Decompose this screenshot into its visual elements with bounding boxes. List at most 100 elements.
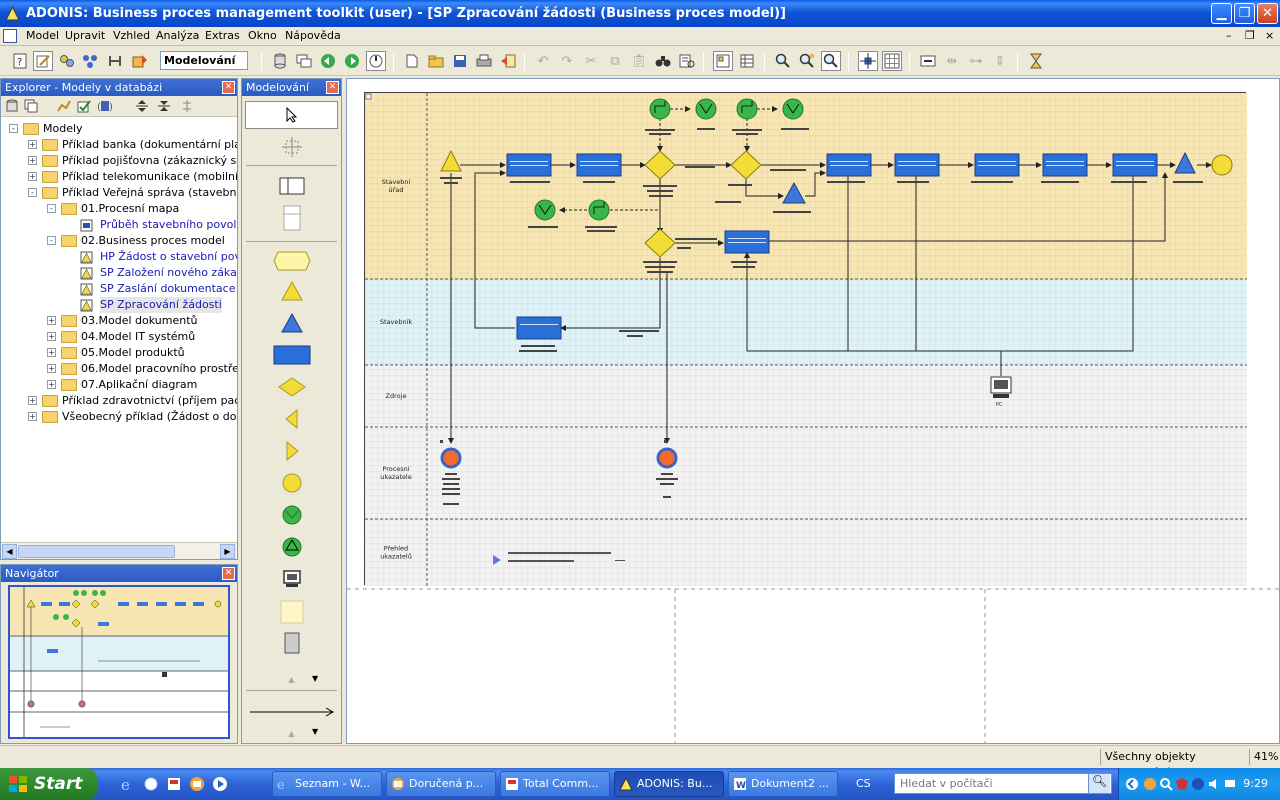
tree-item[interactable]: +06.Model pracovního prostředí <box>1 361 237 377</box>
redo-icon[interactable]: ↷ <box>561 53 573 69</box>
simulation-mode-icon[interactable] <box>80 51 100 71</box>
mdi-close-icon[interactable]: × <box>1265 29 1275 42</box>
close-button[interactable]: ✕ <box>1257 3 1278 24</box>
menu-model[interactable]: Model <box>26 29 60 42</box>
expand-icon[interactable]: + <box>47 364 56 373</box>
mdi-restore-icon[interactable]: ❐ <box>1245 29 1255 42</box>
sort-icon[interactable] <box>179 99 195 115</box>
task-adonis[interactable]: ADONIS: Bu... <box>614 771 724 797</box>
palette-scroll-down-icon[interactable]: ▼ <box>312 727 319 736</box>
tray-expand-icon[interactable] <box>1125 777 1139 791</box>
align-horizontal-icon[interactable] <box>918 51 938 71</box>
grid-icon[interactable] <box>882 51 902 71</box>
scrollbar-thumb[interactable] <box>18 545 175 558</box>
search-go-icon[interactable]: 🔍︎ <box>1088 774 1110 793</box>
decision-tool[interactable] <box>242 375 341 399</box>
export-icon[interactable] <box>498 51 518 71</box>
desktop-icon[interactable] <box>143 776 159 792</box>
tree-item[interactable]: +07.Aplikační diagram <box>1 377 237 393</box>
palette-scroll-down-2-icon[interactable]: ▼ <box>312 674 319 683</box>
collapse-icon[interactable]: - <box>47 204 56 213</box>
tree-item[interactable]: Průběh stavebního povolení <box>1 217 237 233</box>
cut-icon[interactable]: ✂ <box>585 53 597 69</box>
zoom-icon[interactable] <box>773 51 793 71</box>
zoom-fit-icon[interactable] <box>821 51 841 71</box>
explorer-close-icon[interactable]: ✕ <box>222 81 235 94</box>
import-export-icon[interactable] <box>130 51 150 71</box>
tree-item[interactable]: +Příklad telekomunikace (mobilní telef <box>1 169 237 185</box>
model-canvas[interactable]: StavebníúřadStavebníkZdrojeProcesníukaza… <box>346 78 1280 744</box>
tray-bluetooth-icon[interactable] <box>1191 777 1205 791</box>
forward-icon[interactable] <box>342 51 362 71</box>
tray-shield-icon[interactable] <box>1175 777 1189 791</box>
end-tool[interactable] <box>242 311 341 335</box>
tree-item[interactable]: +04.Model IT systémů <box>1 329 237 345</box>
scroll-right-icon[interactable]: ▶ <box>220 544 235 559</box>
document-icon[interactable] <box>3 29 17 43</box>
undo-icon[interactable]: ↶ <box>537 53 549 69</box>
tree-item[interactable]: +05.Model produktů <box>1 345 237 361</box>
menu-okno[interactable]: Okno <box>248 29 277 42</box>
zoom-in-icon[interactable] <box>797 51 817 71</box>
tree-item[interactable]: +Příklad pojišťovna (zákaznický servis <box>1 153 237 169</box>
tree-item[interactable]: SP Zpracování žádosti <box>1 297 237 313</box>
parallelity-tool[interactable] <box>242 439 341 463</box>
expand-icon[interactable]: + <box>47 380 56 389</box>
expand-icon[interactable]: + <box>47 316 56 325</box>
media-player-icon[interactable] <box>212 776 228 792</box>
check-icon[interactable] <box>76 99 92 115</box>
subprocess-call-tool[interactable] <box>242 279 341 303</box>
database-icon[interactable] <box>4 99 20 115</box>
help-icon[interactable]: ? <box>10 51 30 71</box>
collapse-all-icon[interactable] <box>156 99 172 115</box>
save-icon[interactable] <box>450 51 470 71</box>
expand-icon[interactable]: + <box>47 332 56 341</box>
subsequent-connector-tool[interactable] <box>242 701 341 723</box>
find-icon[interactable] <box>653 51 673 71</box>
container-tool[interactable] <box>242 631 341 655</box>
expand-icon[interactable]: + <box>28 156 37 165</box>
language-indicator[interactable]: CS <box>856 777 871 790</box>
compass-icon[interactable] <box>366 51 386 71</box>
tree-item[interactable]: -Příklad Veřejná správa (stavební pov <box>1 185 237 201</box>
navigator-preview[interactable] <box>8 585 230 739</box>
palette-close-icon[interactable]: ✕ <box>326 81 339 94</box>
task-seznam[interactable]: e Seznam - W... <box>272 771 382 797</box>
swimlane-tool[interactable] <box>242 134 341 160</box>
expand-icon[interactable]: + <box>28 140 37 149</box>
align-center-icon[interactable]: ⊶ <box>969 53 983 69</box>
expand-icon[interactable]: + <box>47 348 56 357</box>
tree-item[interactable]: -01.Procesní mapa <box>1 201 237 217</box>
mail-quick-icon[interactable] <box>189 776 205 792</box>
menu-vzhled[interactable]: Vzhled <box>113 29 151 42</box>
resource-tool[interactable] <box>242 567 341 591</box>
back-icon[interactable] <box>318 51 338 71</box>
print-icon[interactable] <box>474 51 494 71</box>
tree-item[interactable]: SP Zaslání dokumentace <box>1 281 237 297</box>
maximize-button[interactable]: ❐ <box>1234 3 1255 24</box>
start-button[interactable]: Start <box>0 768 98 800</box>
copy-model-icon[interactable]: () <box>97 99 113 115</box>
process-diagram[interactable]: StavebníúřadStavebníkZdrojeProcesníukaza… <box>364 92 1247 586</box>
note-tool[interactable] <box>242 599 341 625</box>
scroll-left-icon[interactable]: ◀ <box>2 544 17 559</box>
horizontal-lane-tool[interactable] <box>242 173 341 199</box>
tray-mail-icon[interactable] <box>1143 777 1157 791</box>
analysis-mode-icon[interactable] <box>57 51 77 71</box>
tray-network-icon[interactable] <box>1223 777 1237 791</box>
task-dorucena-posta[interactable]: Doručená p... <box>386 771 496 797</box>
mode-select[interactable]: Modelování <box>160 51 248 70</box>
message-tool[interactable] <box>242 503 341 527</box>
activity-tool[interactable] <box>242 343 341 367</box>
paste-icon[interactable]: 📋︎ <box>630 53 648 69</box>
tree-item[interactable]: -02.Business proces model <box>1 233 237 249</box>
tree-item[interactable]: HP Žádost o stavební povole <box>1 249 237 265</box>
new-file-icon[interactable] <box>402 51 422 71</box>
hourglass-icon[interactable] <box>1026 51 1046 71</box>
trend-icon[interactable] <box>56 99 72 115</box>
menu-analyza[interactable]: Analýza <box>156 29 200 42</box>
end-event-tool[interactable] <box>242 471 341 495</box>
modeling-mode-icon[interactable] <box>33 51 53 71</box>
database-icon[interactable] <box>270 51 290 71</box>
mdi-minimize-icon[interactable]: – <box>1226 29 1232 42</box>
